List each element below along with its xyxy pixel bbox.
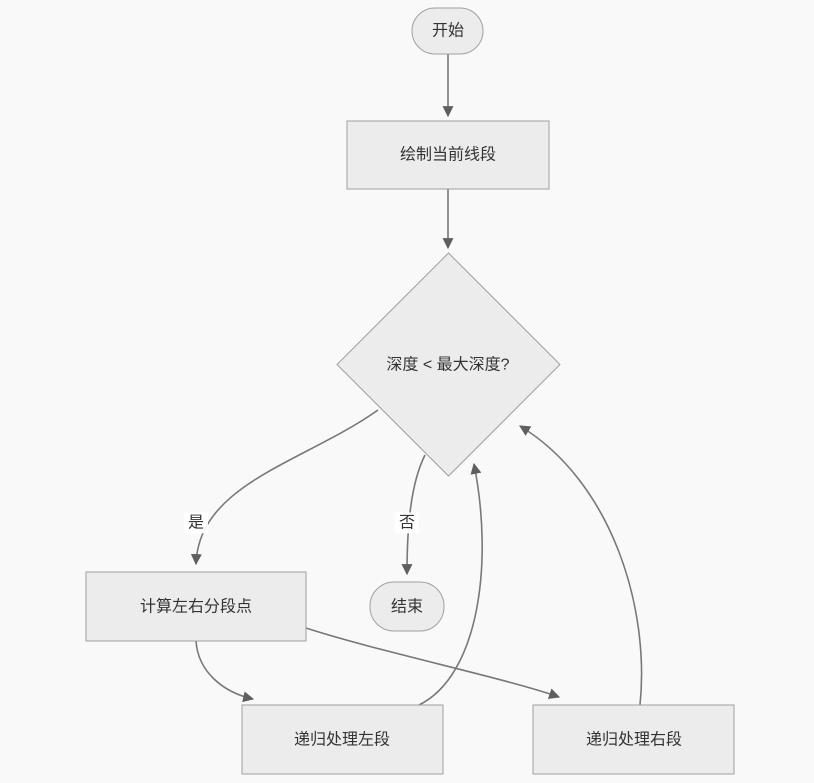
right-node-shape: [532, 704, 735, 775]
start-node-shape: [411, 7, 484, 55]
edge-label-no: 否: [394, 512, 420, 534]
end-node-shape: [369, 581, 445, 632]
right-node-label: 递归处理右段: [585, 731, 683, 749]
decision-node-shape: [336, 252, 561, 477]
decision-node-label: 深度 < 最大深度?: [386, 356, 510, 374]
left-node-shape: [241, 704, 444, 775]
left-node-label: 递归处理左段: [293, 731, 391, 749]
draw-node-label: 绘制当前线段: [399, 146, 497, 164]
draw-node-shape: [346, 120, 550, 190]
edge-left-to-decision: [418, 462, 483, 706]
edge-right-to-decision: [519, 425, 643, 706]
end-node-label: 结束: [390, 598, 424, 616]
edge-label-yes: 是: [183, 512, 209, 534]
edge-group: [190, 54, 643, 706]
calc-node-shape: [85, 571, 307, 642]
edge-decision-to-calc: [190, 409, 379, 566]
edge-calc-to-right: [305, 627, 561, 699]
node-group: [85, 7, 735, 775]
start-node-label: 开始: [431, 22, 465, 40]
calc-node-label: 计算左右分段点: [139, 598, 253, 616]
edge-decision-to-end: [401, 454, 426, 576]
edge-calc-to-left: [195, 640, 255, 703]
